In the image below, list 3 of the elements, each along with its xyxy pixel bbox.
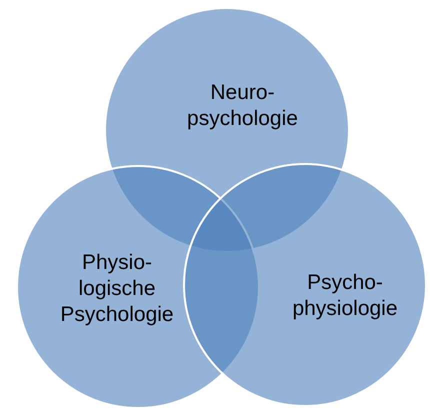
set-label: Neuro- psychologie (186, 80, 299, 132)
set-label: Psycho- physiologie (291, 270, 399, 322)
set-label: Physio- logische Psychologie (59, 250, 175, 328)
